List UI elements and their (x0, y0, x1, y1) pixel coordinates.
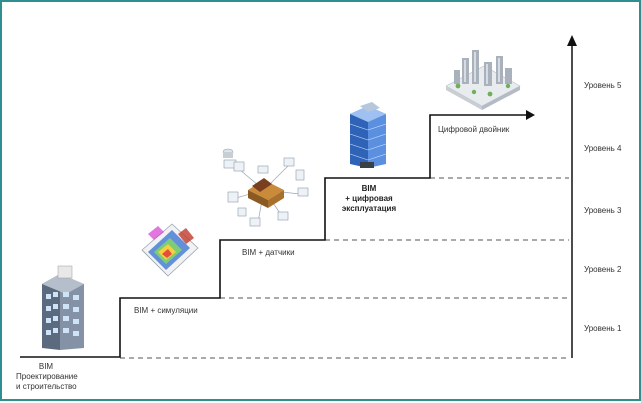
apartment-building-icon (42, 265, 84, 350)
city-digital-twin-icon (445, 50, 521, 110)
level-5-label: Уровень 5 (584, 81, 622, 90)
step-1-label-line-1: BIM (38, 362, 54, 371)
level-3-label: Уровень 3 (584, 206, 622, 215)
office-tower-icon (349, 102, 387, 168)
step-1-label-line-3: и строительство (16, 382, 77, 391)
step-4-label-line-3: эксплуатация (341, 204, 397, 213)
level-2-label: Уровень 2 (584, 265, 622, 274)
simulation-heatmap-icon (141, 223, 199, 277)
level-4-label: Уровень 4 (584, 144, 622, 153)
step-1-label-line-2: Проектирование (16, 372, 78, 381)
step-5-label: Цифровой двойник (438, 125, 510, 134)
step-1-label: BIM Проектирование и строительство (16, 362, 78, 392)
step-4-label: BIM + цифровая эксплуатация (338, 184, 400, 214)
step-2-label: BIM + симуляции (134, 306, 198, 315)
step-4-label-line-2: + цифровая (345, 194, 393, 203)
sensors-network-icon (222, 148, 309, 227)
level-1-label: Уровень 1 (584, 324, 622, 333)
level-axis-arrowhead (567, 35, 577, 46)
step-3-label: BIM + датчики (242, 248, 295, 257)
step-4-label-line-1: BIM (361, 184, 377, 193)
staircase-arrowhead (526, 110, 535, 120)
staircase-line (20, 114, 527, 358)
